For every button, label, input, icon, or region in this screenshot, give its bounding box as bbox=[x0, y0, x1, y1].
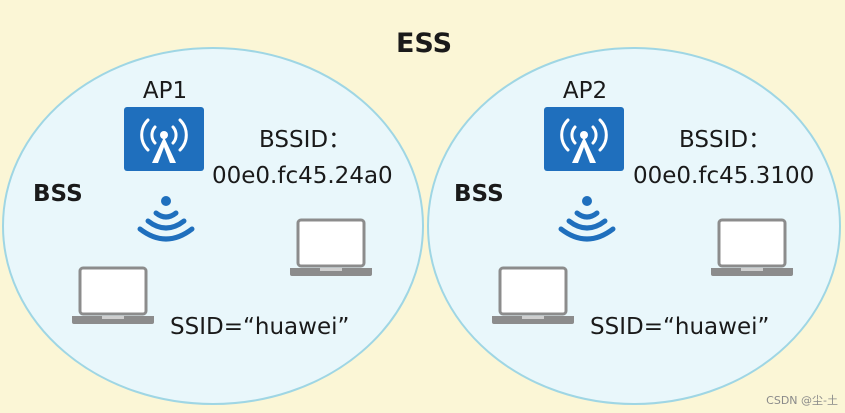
ap2-label: AP2 bbox=[563, 78, 607, 104]
bss-label-right: BSS bbox=[454, 181, 504, 207]
bssid-value-left: 00e0.fc45.24a0 bbox=[212, 163, 393, 189]
bssid-value-right: 00e0.fc45.3100 bbox=[633, 163, 814, 189]
bssid-label-right: BSSID： bbox=[679, 127, 771, 153]
watermark: CSDN @尘-土 bbox=[766, 394, 838, 407]
bssid-label-left: BSSID： bbox=[259, 127, 351, 153]
ap1-label: AP1 bbox=[143, 78, 187, 104]
access-point-icon bbox=[122, 105, 206, 173]
ess-title: ESS bbox=[396, 28, 452, 59]
ssid-label-left: SSID=“huawei” bbox=[170, 314, 349, 340]
ssid-label-right: SSID=“huawei” bbox=[590, 314, 769, 340]
access-point-icon bbox=[542, 105, 626, 173]
bss-label-left: BSS bbox=[33, 181, 83, 207]
